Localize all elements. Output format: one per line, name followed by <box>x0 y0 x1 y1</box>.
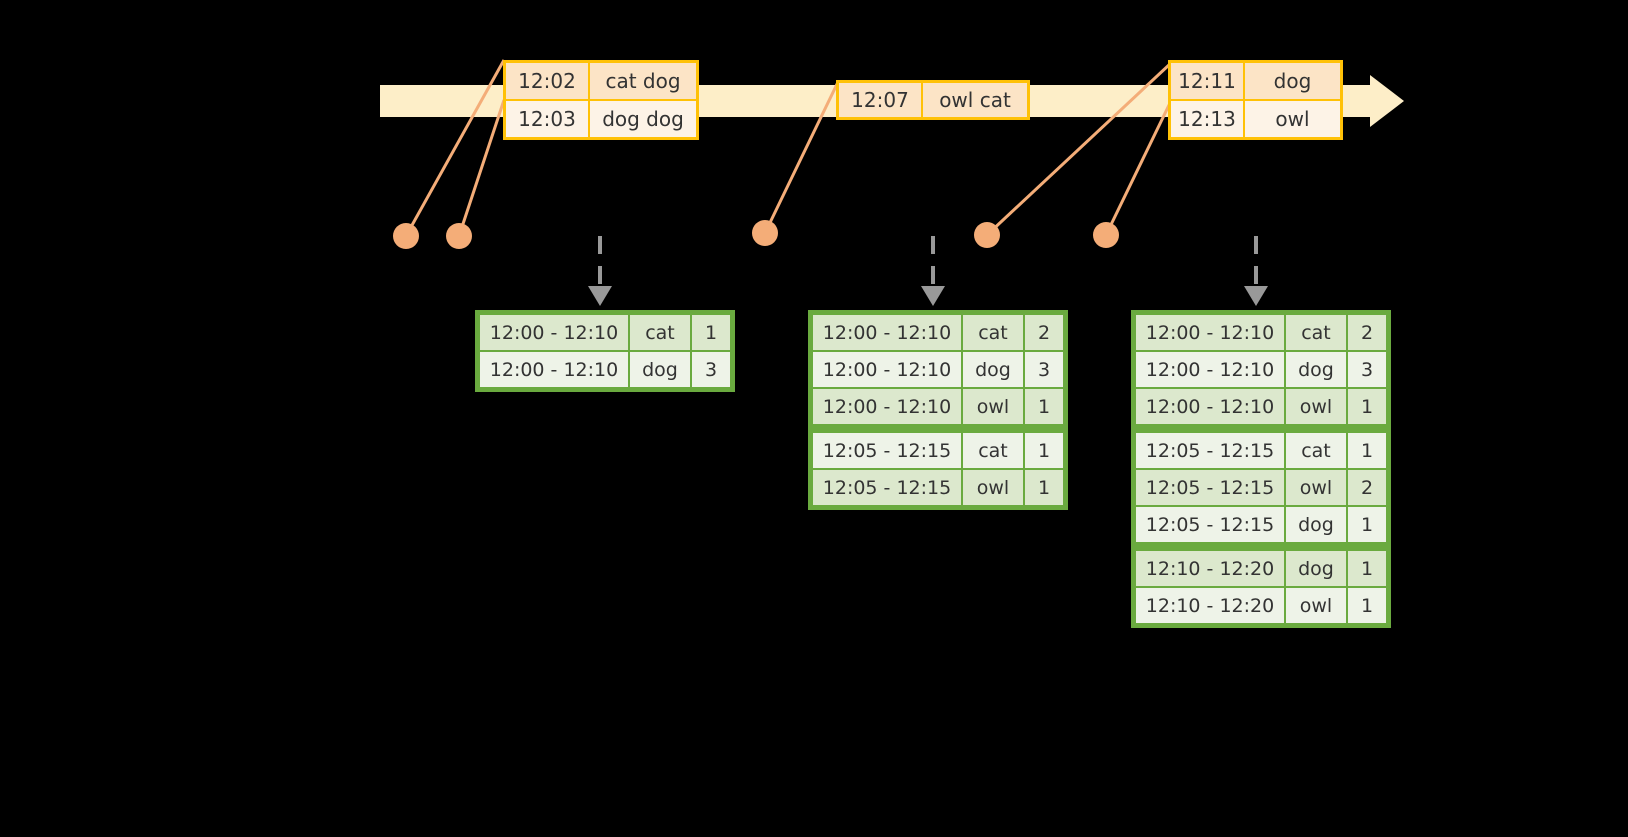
connector-line <box>457 99 506 237</box>
word-key-cell: cat <box>963 433 1023 468</box>
word-key-cell: cat <box>1286 433 1346 468</box>
timeline-arrow-head <box>1370 75 1404 127</box>
event-timestamp: 12:13 <box>1171 101 1245 137</box>
word-key-cell: owl <box>1286 470 1346 505</box>
count-cell: 1 <box>1348 551 1386 586</box>
event-timestamp: 12:02 <box>506 63 590 99</box>
word-key-cell: owl <box>1286 389 1346 424</box>
window-range-cell: 12:00 - 12:10 <box>480 352 628 387</box>
event-payload: owl <box>1245 101 1340 137</box>
connector-dot-4[interactable] <box>974 222 1000 248</box>
word-key-cell: dog <box>1286 551 1346 586</box>
event-timestamp: 12:07 <box>839 83 923 117</box>
connector-dot-1[interactable] <box>393 223 419 249</box>
event-payload: cat dog <box>590 63 696 99</box>
count-cell: 1 <box>1348 433 1386 468</box>
count-cell: 1 <box>1025 470 1063 505</box>
window-range-cell: 12:05 - 12:15 <box>1136 507 1284 542</box>
connector-dot-3[interactable] <box>752 220 778 246</box>
count-cell: 2 <box>1025 315 1063 350</box>
window-range-cell: 12:10 - 12:20 <box>1136 551 1284 586</box>
event-payload: dog <box>1245 63 1340 99</box>
word-key-cell: dog <box>1286 352 1346 387</box>
window-range-cell: 12:10 - 12:20 <box>1136 588 1284 623</box>
window-range-cell: 12:05 - 12:15 <box>1136 470 1284 505</box>
flow-arrow-1-head <box>588 286 612 306</box>
flow-arrow-3-head <box>1244 286 1268 306</box>
count-cell: 1 <box>692 315 730 350</box>
connector-dot-2[interactable] <box>446 223 472 249</box>
count-cell: 2 <box>1348 315 1386 350</box>
word-key-cell: owl <box>963 470 1023 505</box>
count-cell: 2 <box>1348 470 1386 505</box>
word-key-cell: cat <box>630 315 690 350</box>
window-range-cell: 12:05 - 12:15 <box>813 470 961 505</box>
window-range-cell: 12:00 - 12:10 <box>813 315 961 350</box>
window-range-cell: 12:00 - 12:10 <box>1136 389 1284 424</box>
event-timestamp: 12:11 <box>1171 63 1245 99</box>
count-cell: 3 <box>1348 352 1386 387</box>
word-key-cell: cat <box>1286 315 1346 350</box>
event-payload: dog dog <box>590 101 696 137</box>
connector-line <box>1104 102 1172 236</box>
timeline-bar-tail <box>1360 85 1374 117</box>
window-range-cell: 12:05 - 12:15 <box>813 433 961 468</box>
window-range-cell: 12:00 - 12:10 <box>813 389 961 424</box>
window-range-cell: 12:00 - 12:10 <box>1136 315 1284 350</box>
word-key-cell: dog <box>630 352 690 387</box>
count-cell: 1 <box>1025 389 1063 424</box>
window-range-cell: 12:00 - 12:10 <box>1136 352 1284 387</box>
event-timestamp: 12:03 <box>506 101 590 137</box>
word-key-cell: dog <box>1286 507 1346 542</box>
window-range-cell: 12:00 - 12:10 <box>480 315 628 350</box>
count-cell: 1 <box>1348 389 1386 424</box>
connector-dot-5[interactable] <box>1093 222 1119 248</box>
word-key-cell: owl <box>963 389 1023 424</box>
word-key-cell: owl <box>1286 588 1346 623</box>
event-payload: owl cat <box>923 83 1027 117</box>
count-cell: 1 <box>1348 588 1386 623</box>
count-cell: 3 <box>692 352 730 387</box>
flow-arrow-2-head <box>921 286 945 306</box>
word-key-cell: cat <box>963 315 1023 350</box>
window-range-cell: 12:00 - 12:10 <box>813 352 961 387</box>
count-cell: 1 <box>1348 507 1386 542</box>
count-cell: 1 <box>1025 433 1063 468</box>
count-cell: 3 <box>1025 352 1063 387</box>
window-range-cell: 12:05 - 12:15 <box>1136 433 1284 468</box>
word-key-cell: dog <box>963 352 1023 387</box>
